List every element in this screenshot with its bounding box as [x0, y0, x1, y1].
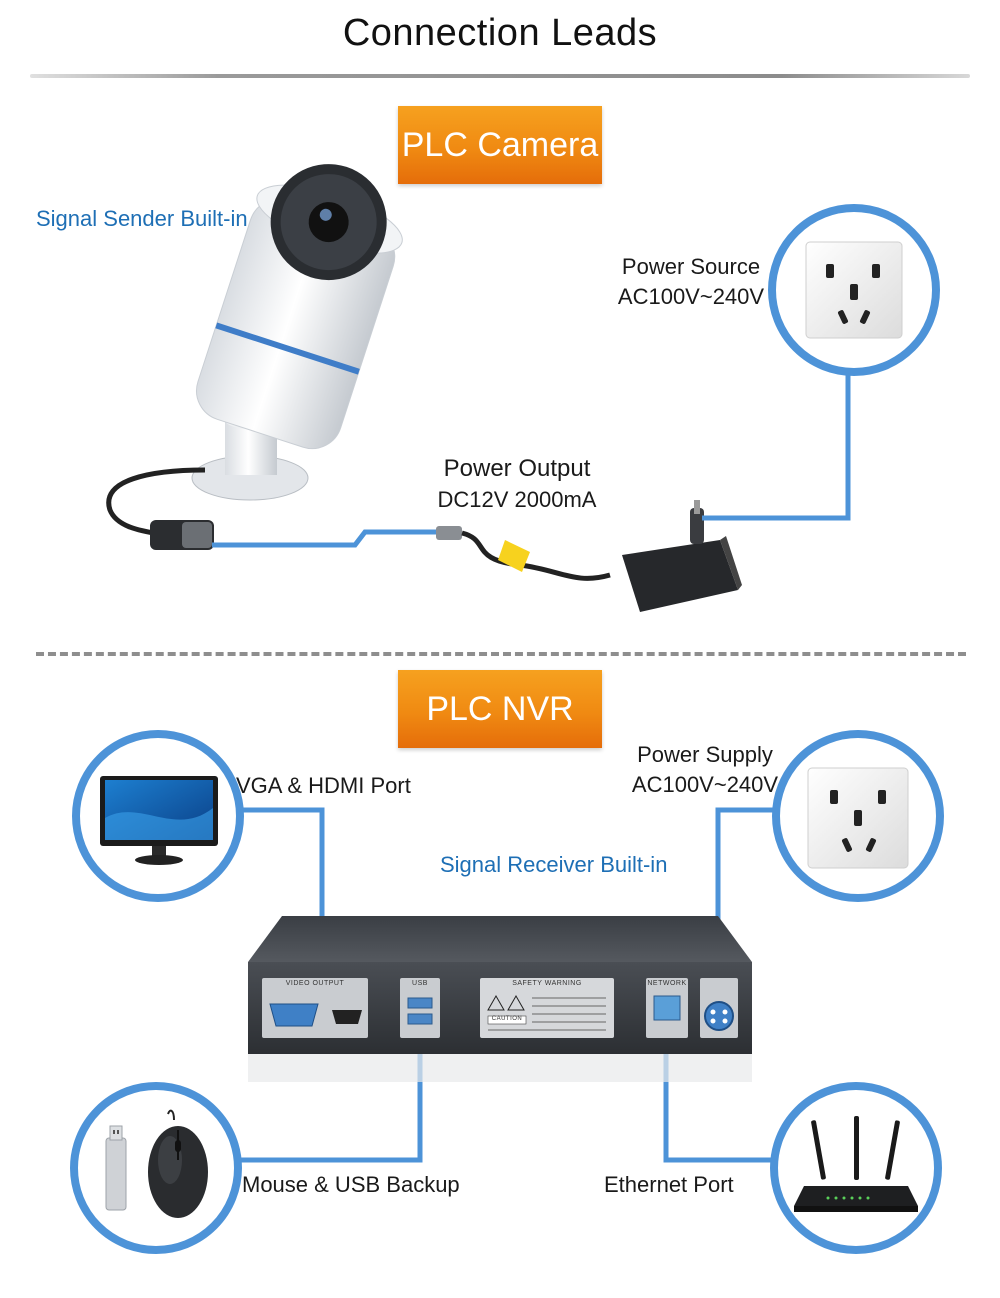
power-outlet-icon	[807, 767, 909, 869]
power-adapter-icon	[436, 500, 742, 612]
signal-sender-label: Signal Sender Built-in	[36, 206, 248, 231]
power-source-circle	[768, 204, 940, 376]
monitor-circle	[72, 730, 244, 902]
bullet-camera-icon	[106, 164, 403, 550]
title-divider	[30, 74, 970, 78]
power-output-label: Power Output DC12V 2000mA	[436, 455, 598, 513]
caution-label: CAUTION	[491, 1016, 523, 1022]
vga-hdmi-label: VGA & HDMI Port	[236, 773, 411, 798]
mouse-usb-icons	[105, 1109, 208, 1218]
plc-nvr-badge: PLC NVR	[398, 670, 602, 748]
network-port-label: NETWORK	[647, 980, 687, 987]
power-supply-title: Power Supply	[637, 742, 773, 767]
router-circle	[770, 1082, 942, 1254]
mouse-usb-label: Mouse & USB Backup	[242, 1172, 460, 1197]
mouse-icon	[148, 1109, 208, 1218]
usb-drive-icon	[105, 1125, 127, 1211]
plc-camera-badge: PLC Camera	[398, 106, 602, 184]
section-divider	[36, 652, 966, 656]
safety-warning-label: SAFETY WARNING	[512, 980, 582, 987]
power-supply-circle	[772, 730, 944, 902]
page-title: Connection Leads	[342, 12, 658, 54]
power-source-label: Power Source AC100V~240V	[616, 254, 766, 310]
signal-receiver-label: Signal Receiver Built-in	[440, 852, 668, 877]
power-source-title: Power Source	[621, 254, 761, 279]
video-output-port-label: VIDEO OUTPUT	[285, 980, 345, 987]
monitor-icon	[100, 776, 218, 865]
ethernet-port-label: Ethernet Port	[604, 1172, 734, 1197]
router-icon	[794, 1116, 918, 1212]
nvr-box-icon	[248, 916, 752, 1082]
power-outlet-icon	[805, 241, 903, 339]
power-output-rating: DC12V 2000mA	[437, 487, 597, 512]
usb-port-label: USB	[412, 980, 428, 987]
mouse-usb-circle	[70, 1082, 242, 1254]
power-source-voltage: AC100V~240V	[617, 284, 765, 309]
power-supply-voltage: AC100V~240V	[631, 772, 779, 797]
power-supply-label: Power Supply AC100V~240V	[630, 742, 780, 798]
power-output-title: Power Output	[443, 455, 591, 482]
